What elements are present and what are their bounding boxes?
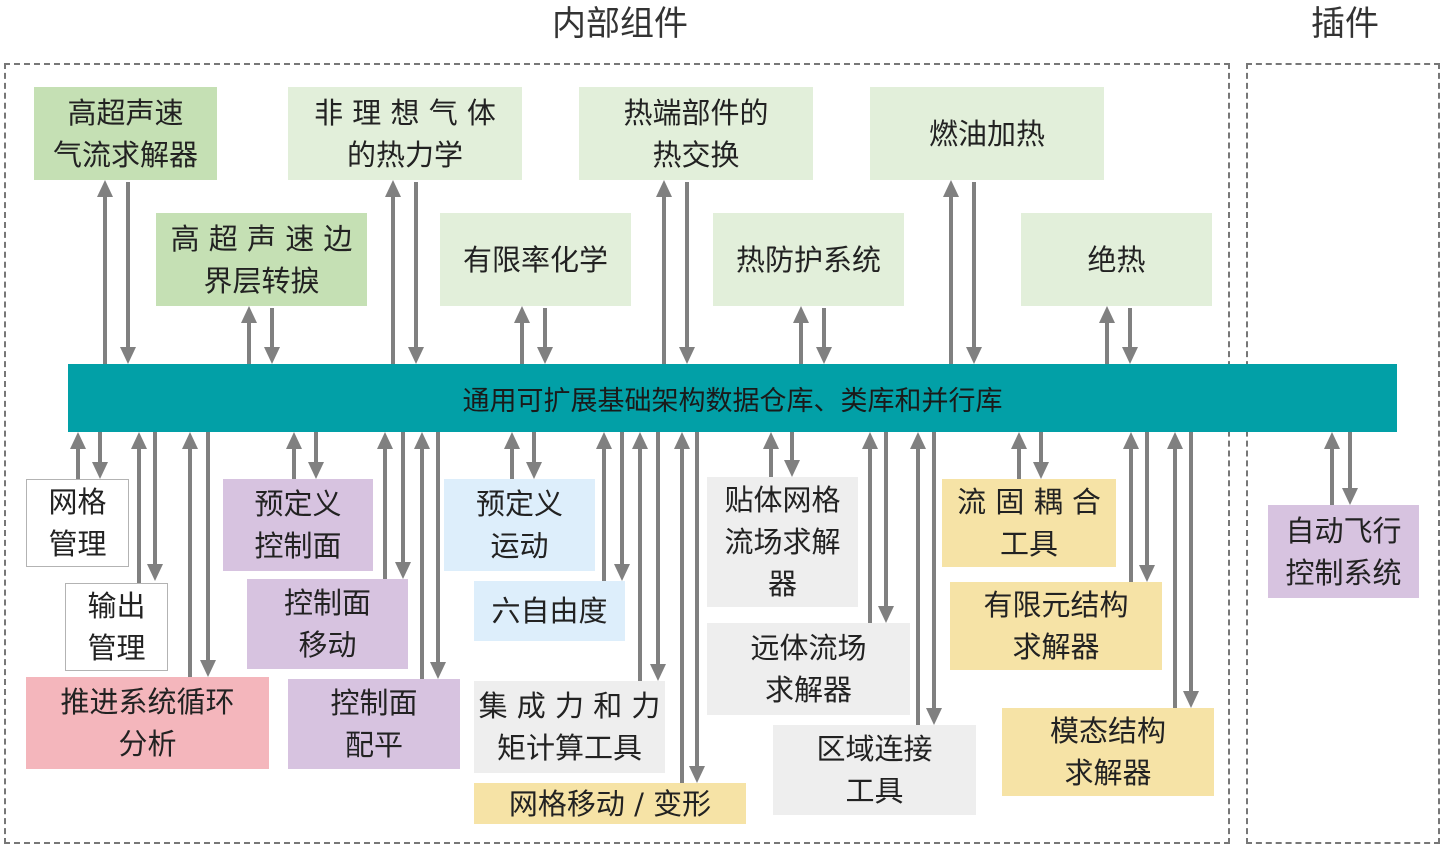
six-dof-box: 六自由度 xyxy=(474,581,625,641)
connector-arrow xyxy=(414,432,430,679)
connector-arrow xyxy=(966,182,982,364)
output-management-box: 输出 管理 xyxy=(65,583,168,671)
hot-part-heat-exchange-box: 热端部件的 热交换 xyxy=(579,87,813,180)
connector-arrow xyxy=(679,182,695,364)
predefined-motion-box: 预定义 运动 xyxy=(444,479,595,571)
thermal-protection-box: 热防护系统 xyxy=(713,213,904,306)
connector-arrow xyxy=(120,182,136,364)
connector-arrow xyxy=(385,180,401,364)
connector-arrow xyxy=(650,432,666,681)
connector-arrow xyxy=(910,432,926,725)
infrastructure-bus: 通用可扩展基础架构数据仓库、类库和并行库 xyxy=(68,364,1397,432)
connector-arrow xyxy=(70,432,86,479)
connector-arrow xyxy=(1183,432,1199,708)
connector-arrow xyxy=(1122,308,1138,364)
connector-arrow xyxy=(1167,432,1183,708)
plugin-title: 插件 xyxy=(1311,4,1379,44)
connector-arrow xyxy=(1011,432,1027,479)
connector-arrow xyxy=(689,432,705,783)
connector-arrow xyxy=(943,180,959,364)
fem-solver-box: 有限元结构 求解器 xyxy=(950,582,1162,670)
connector-arrow xyxy=(793,306,809,364)
connector-arrow xyxy=(395,432,411,579)
connector-arrow xyxy=(131,432,147,583)
connector-arrow xyxy=(862,432,878,623)
connector-arrow xyxy=(1033,432,1049,479)
connector-arrow xyxy=(526,432,542,479)
autopilot-box: 自动飞行 控制系统 xyxy=(1268,505,1419,598)
connector-arrow xyxy=(537,308,553,364)
internal-components-title: 内部组件 xyxy=(552,4,688,44)
control-surface-trim-box: 控制面 配平 xyxy=(288,679,460,769)
connector-arrow xyxy=(147,432,163,581)
connector-arrow xyxy=(264,308,280,364)
body-fitted-solver-box: 贴体网格 流场求解 器 xyxy=(707,477,858,607)
connector-arrow xyxy=(632,432,648,681)
connector-arrow xyxy=(92,432,108,479)
connector-arrow xyxy=(182,432,198,677)
plugin-region xyxy=(1246,63,1440,844)
connector-arrow xyxy=(241,306,257,364)
hypersonic-flow-solver-box: 高超声速 气流求解器 xyxy=(34,87,217,180)
connector-arrow xyxy=(1099,306,1115,364)
zone-connect-box: 区域连接 工具 xyxy=(773,725,976,815)
fuel-heating-box: 燃油加热 xyxy=(870,87,1104,180)
connector-arrow xyxy=(596,432,612,581)
connector-arrow xyxy=(430,432,446,679)
hypersonic-bl-transition-box: 高 超 声 速 边 界层转捩 xyxy=(156,213,367,306)
connector-arrow xyxy=(614,432,630,581)
connector-arrow xyxy=(1139,432,1155,582)
connector-arrow xyxy=(1342,432,1358,505)
connector-arrow xyxy=(308,432,324,479)
connector-arrow xyxy=(784,432,800,477)
control-surface-move-box: 控制面 移动 xyxy=(247,579,408,669)
connector-arrow xyxy=(408,182,424,364)
predefined-control-surface-box: 预定义 控制面 xyxy=(223,479,373,571)
connector-arrow xyxy=(656,180,672,364)
adiabatic-box: 绝热 xyxy=(1021,213,1212,306)
finite-rate-chemistry-box: 有限率化学 xyxy=(440,213,631,306)
connector-arrow xyxy=(878,432,894,623)
connector-arrow xyxy=(504,432,520,479)
modal-solver-box: 模态结构 求解器 xyxy=(1002,708,1214,796)
far-field-solver-box: 远体流场 求解器 xyxy=(707,623,910,715)
force-moment-tools-box: 集 成 力 和 力 矩计算工具 xyxy=(474,681,665,773)
mesh-management-box: 网格 管理 xyxy=(26,479,129,567)
connector-arrow xyxy=(514,306,530,364)
propulsion-cycle-box: 推进系统循环 分析 xyxy=(26,677,269,769)
connector-arrow xyxy=(97,180,113,364)
nonideal-gas-thermo-box: 非 理 想 气 体 的热力学 xyxy=(288,87,522,180)
fsi-tool-box: 流 固 耦 合 工具 xyxy=(942,479,1116,567)
connector-arrow xyxy=(377,432,393,579)
connector-arrow xyxy=(763,432,779,477)
connector-arrow xyxy=(1123,432,1139,582)
connector-arrow xyxy=(816,308,832,364)
connector-arrow xyxy=(286,432,302,479)
connector-arrow xyxy=(200,432,216,677)
internal-components-region xyxy=(4,63,1230,844)
mesh-motion-box: 网格移动 / 变形 xyxy=(474,783,746,824)
connector-arrow xyxy=(674,432,690,783)
connector-arrow xyxy=(926,432,942,725)
connector-arrow xyxy=(1324,432,1340,505)
